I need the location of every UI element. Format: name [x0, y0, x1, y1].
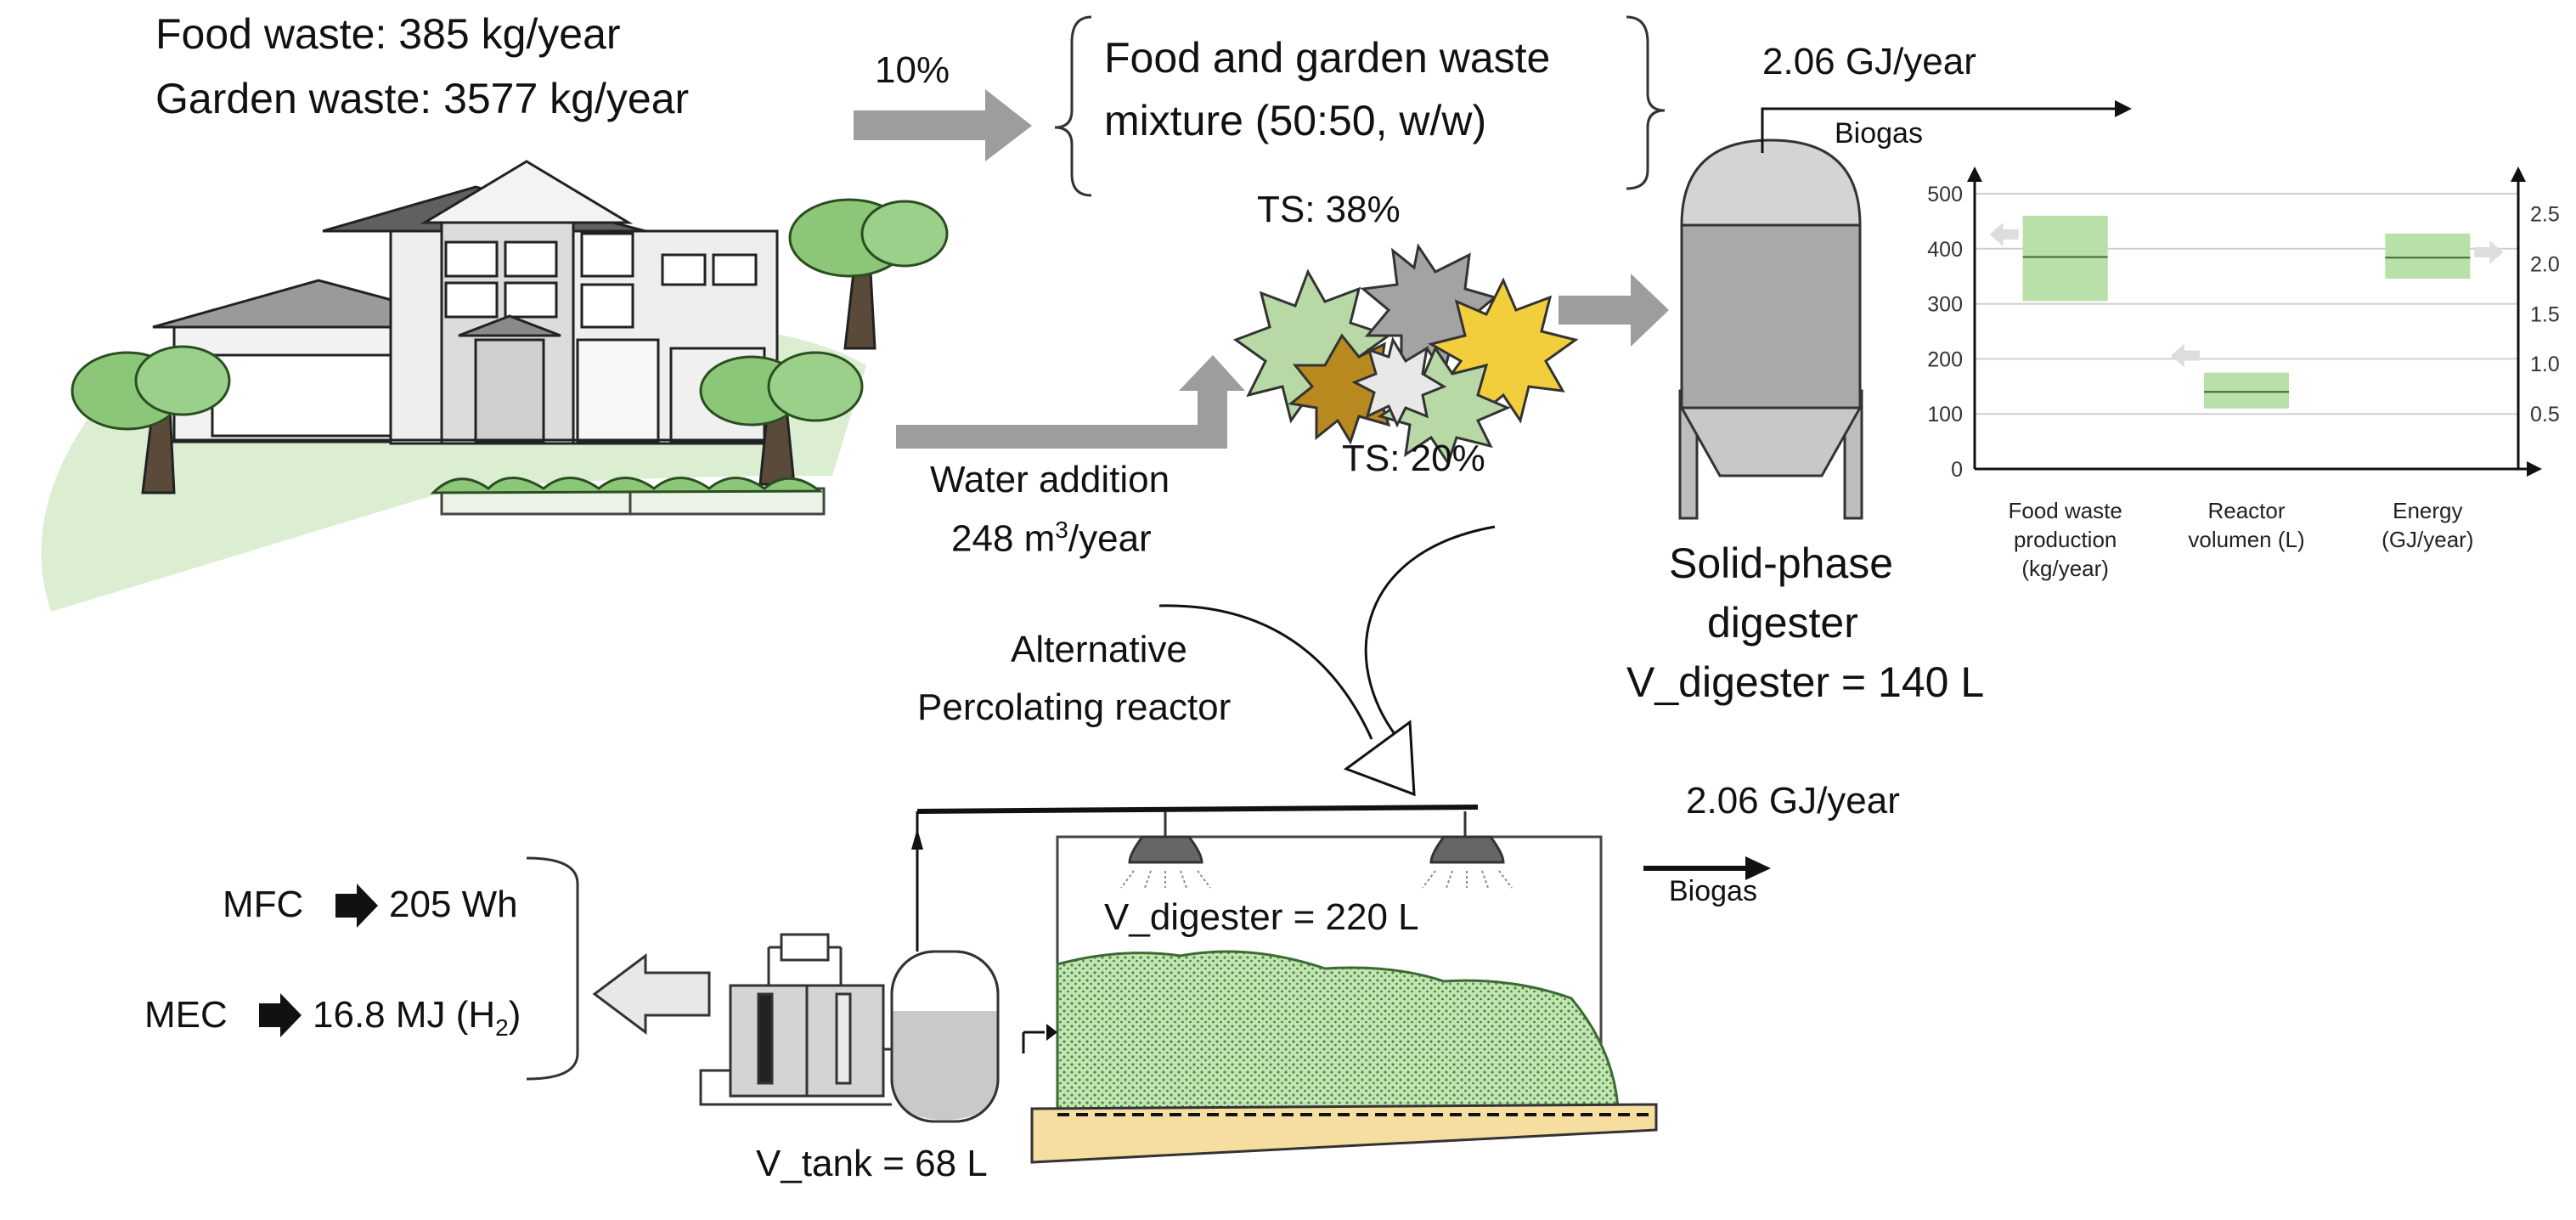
mfc-arrow-icon	[335, 884, 378, 928]
alternative-label: Alternative	[1011, 629, 1187, 670]
biogas-arrowhead-solid	[2115, 100, 2132, 117]
chart-category-label: volumen (L)	[2188, 527, 2304, 552]
ts-high-label: TS: 38%	[1257, 189, 1401, 230]
mec-subscript: 2	[495, 1014, 509, 1041]
fraction-label: 10%	[875, 49, 950, 91]
leachate-tank-illustration	[890, 950, 1000, 1123]
food-waste-label: Food waste: 385 kg/year	[155, 10, 621, 58]
solid-digester-name-line2: digester	[1707, 599, 1858, 647]
waste-flow-arrow	[854, 89, 1032, 161]
tree-right-back	[788, 198, 949, 350]
ts-low-label: TS: 20%	[1342, 438, 1485, 479]
percolating-biogas-label: Biogas	[1669, 875, 1757, 907]
chart-category-label: Energy	[2393, 498, 2462, 523]
chart-category-label: Food waste	[2008, 498, 2122, 523]
alternative-flow-arrowhead	[1343, 720, 1416, 797]
chart-left-tick-label: 0	[1951, 458, 1963, 482]
chart-left-tick-label: 500	[1927, 183, 1963, 206]
percolating-energy: 2.06 GJ/year	[1686, 780, 1900, 822]
chart-left-tick-label: 300	[1927, 293, 1963, 317]
left-brace	[1054, 15, 1092, 197]
chart-x-axis-arrow	[2527, 461, 2542, 477]
biogas-arrowhead-percolating	[1745, 856, 1771, 880]
chart-category-label: (GJ/year)	[2382, 527, 2473, 552]
water-flow-arrow	[896, 355, 1245, 449]
mfc-value: 205 Wh	[389, 884, 518, 925]
chart-right-tick-label: 1.5	[2530, 302, 2560, 326]
bioelectrochemical-cell-illustration	[699, 933, 892, 1106]
house-illustration	[152, 160, 779, 445]
tree-left	[70, 345, 231, 494]
output-to-bioelectro-arrow	[592, 953, 711, 1035]
chart-axis-indicator-arrow	[2474, 240, 2504, 264]
chart-axis-indicator-arrow	[1989, 222, 2019, 246]
chart-right-tick-label: 2.5	[2530, 202, 2560, 226]
mfc-label: MFC	[223, 884, 304, 925]
solid-digester-biogas-label: Biogas	[1835, 117, 1923, 150]
water-addition-label: Water addition	[930, 459, 1170, 500]
biogas-pipe-solid	[1761, 107, 2115, 153]
waste-mixture-pile	[1232, 243, 1579, 466]
water-addition-value: 248 m3/year	[951, 517, 1152, 560]
chart-left-tick-label: 100	[1927, 403, 1963, 426]
solid-phase-digester-illustration	[1678, 138, 1863, 520]
chart-category-label: Reactor	[2207, 498, 2285, 523]
hedge	[430, 477, 826, 516]
chart-right-tick-label: 1.0	[2530, 353, 2560, 376]
outputs-bracket	[526, 856, 579, 1081]
garden-waste-label: Garden waste: 3577 kg/year	[155, 75, 690, 122]
chart-axis-indicator-arrow	[2171, 343, 2200, 368]
chart-left-axis-arrow	[1967, 167, 1982, 182]
solid-digester-volume: V_digester = 140 L	[1626, 658, 1985, 706]
chart-bar	[2385, 233, 2471, 279]
chart-category-label: production	[2014, 527, 2117, 552]
chart-category-label: (kg/year)	[2021, 556, 2109, 581]
percolating-reactor-label: Percolating reactor	[917, 686, 1232, 728]
mixture-to-digester-arrow	[1559, 274, 1669, 347]
percolating-volume: V_digester = 220 L	[1104, 896, 1419, 938]
solid-digester-name-line1: Solid-phase	[1669, 539, 1894, 587]
chart-bar	[2022, 215, 2108, 302]
chart-left-tick-label: 400	[1927, 238, 1963, 262]
alternative-flow-line	[1158, 604, 1373, 740]
water-unit-superscript: 3	[1055, 517, 1068, 543]
chart-left-tick-label: 200	[1927, 347, 1963, 371]
mixture-line1: Food and garden waste	[1104, 34, 1551, 82]
chart-bar	[2204, 372, 2289, 409]
mixture-line2: mixture (50:50, w/w)	[1104, 97, 1487, 144]
mec-arrow-icon	[259, 993, 302, 1037]
alternative-flow-arrow	[1364, 525, 1496, 748]
chart-right-axis-arrow	[2511, 167, 2526, 182]
percolating-reactor-illustration	[911, 805, 1658, 1164]
mec-label: MEC	[144, 994, 228, 1036]
chart-right-tick-label: 0.5	[2530, 403, 2560, 426]
mec-value: 16.8 MJ (H2)	[313, 994, 521, 1041]
right-brace	[1626, 15, 1666, 190]
solid-digester-energy: 2.06 GJ/year	[1762, 41, 1976, 82]
chart-right-tick-label: 2.0	[2530, 252, 2560, 276]
tank-volume: V_tank = 68 L	[756, 1143, 988, 1184]
